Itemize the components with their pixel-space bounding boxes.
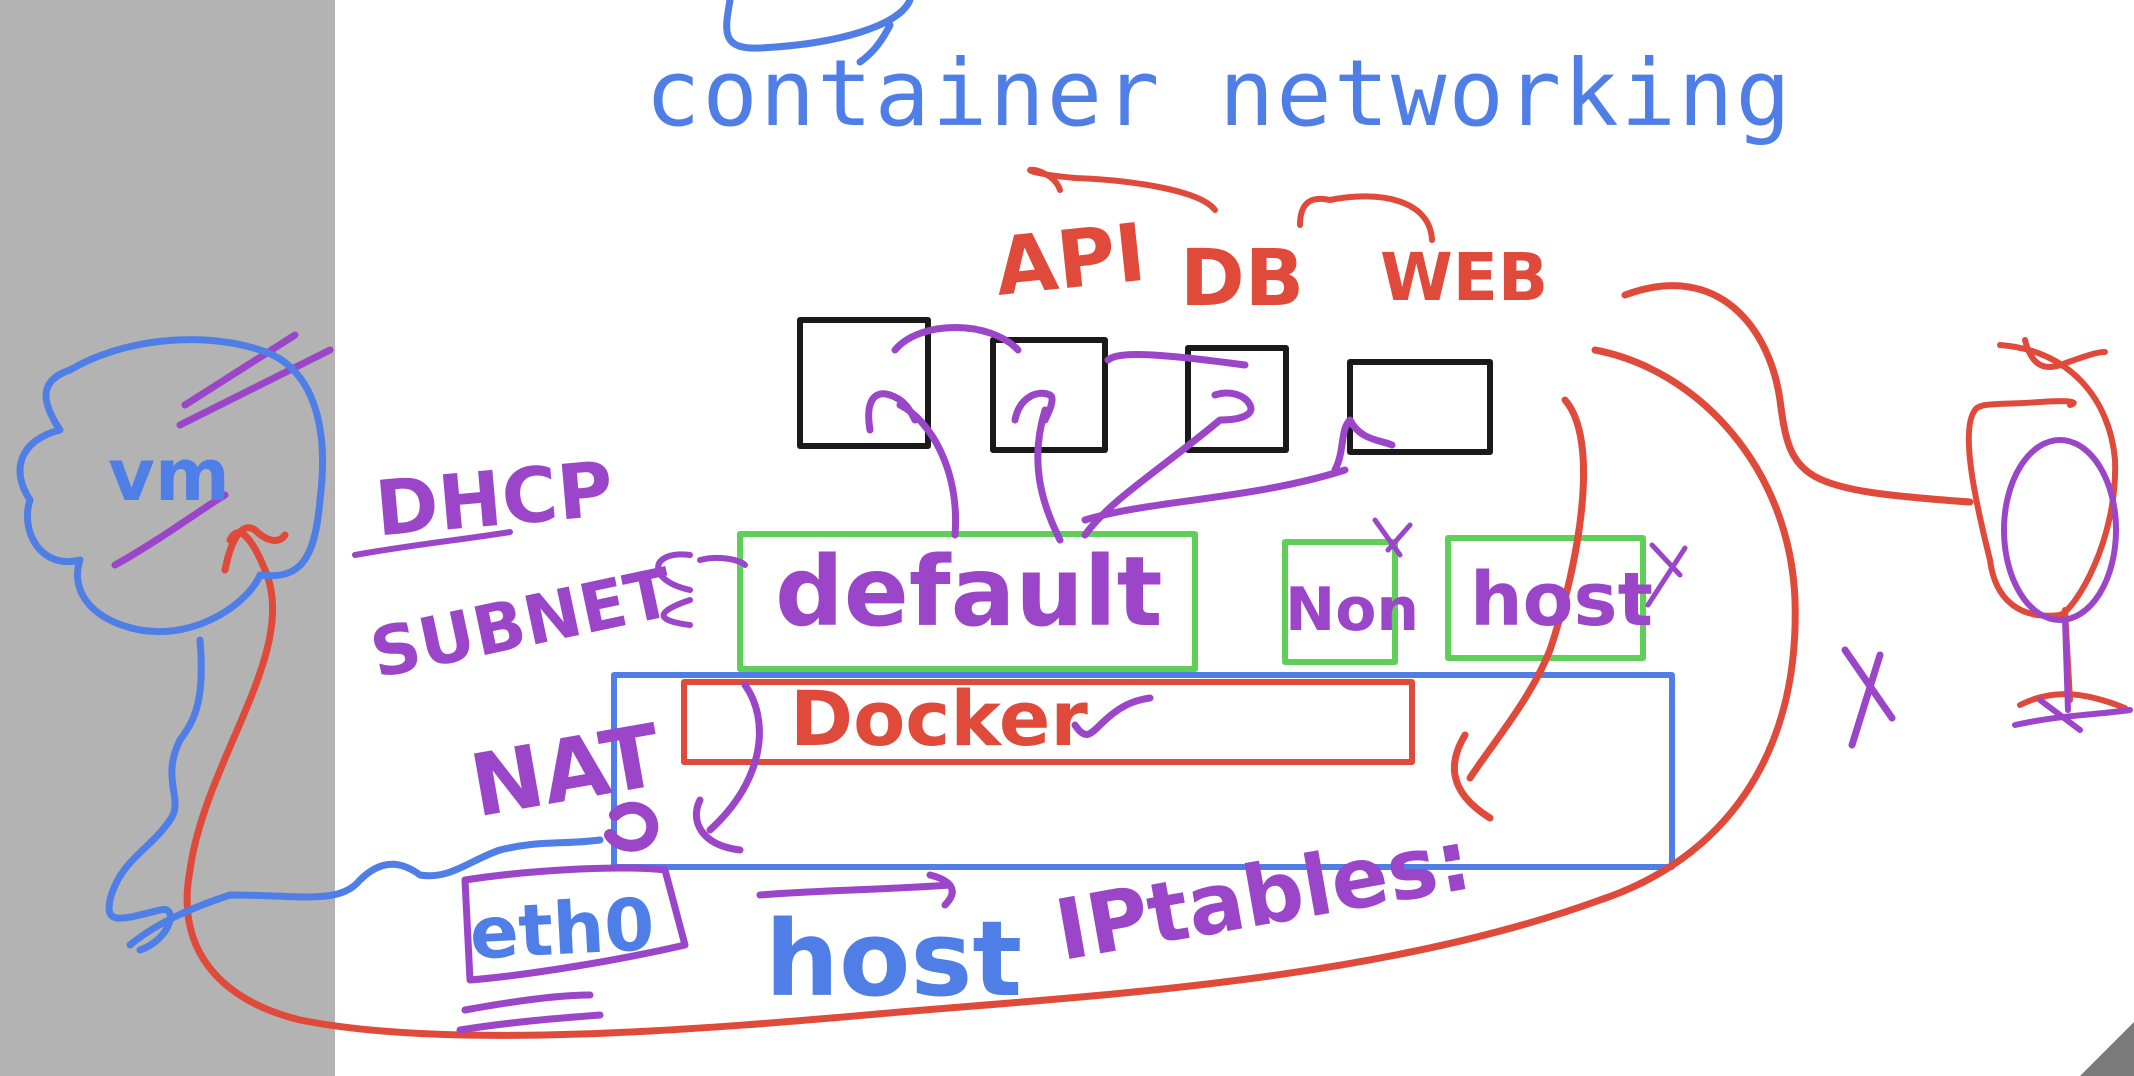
label-none: Non <box>1285 575 1419 645</box>
arrow-default-to-box4 <box>1081 416 1396 524</box>
resize-handle[interactable] <box>2080 1022 2134 1076</box>
label-docker: Docker <box>790 674 1088 763</box>
page-title: container networking <box>645 40 1793 147</box>
container-box-api <box>797 317 931 449</box>
wire-cloud-to-eth0 <box>105 636 604 954</box>
purple-dot-eth0 <box>604 801 659 852</box>
person-body <box>2017 607 2128 711</box>
container-box-db <box>990 337 1108 453</box>
label-vm: vm <box>108 433 230 517</box>
label-eth0: eth0 <box>468 882 657 976</box>
red-host-link <box>1621 282 1974 506</box>
label-host-network: host <box>1470 557 1653 643</box>
host-arrow <box>756 871 956 909</box>
arrow-default-to-db <box>1011 389 1064 544</box>
person-legs <box>2012 617 2133 733</box>
vm-cloud <box>16 336 326 635</box>
docker-checkmark <box>1071 694 1154 738</box>
red-arc-db-web <box>1297 193 1435 243</box>
host-box <box>611 672 1675 870</box>
label-host: host <box>765 898 1022 1020</box>
red-arc-api-db <box>1027 166 1218 213</box>
arrow-docker-to-eth0 <box>692 681 763 854</box>
cross-mark-none <box>1372 517 1413 558</box>
docker-box <box>681 679 1415 765</box>
label-dhcp: DHCP <box>372 444 617 553</box>
subnet-bracket <box>655 551 748 628</box>
cross-mark-person <box>1841 646 1896 749</box>
red-small-hook <box>1451 731 1494 822</box>
red-docker-curve <box>1466 396 1587 782</box>
label-web: WEB <box>1380 239 1548 316</box>
eth0-underline <box>456 991 604 1034</box>
label-db: DB <box>1180 234 1304 324</box>
arrow-default-to-web <box>1081 389 1255 539</box>
label-default: default <box>775 536 1163 648</box>
person-hat <box>2022 337 2108 370</box>
red-big-loop <box>183 346 1799 1039</box>
eth0-box <box>461 864 689 984</box>
person-face <box>2001 437 2119 623</box>
dhcp-underline <box>352 529 513 558</box>
cross-mark-host <box>1645 542 1688 608</box>
label-nat: NAT <box>463 706 668 838</box>
person-head-outline <box>1965 342 2119 619</box>
network-box-none <box>1282 539 1398 665</box>
purple-top-links <box>891 324 1249 369</box>
container-box-4 <box>1347 359 1493 455</box>
network-box-default <box>737 531 1198 672</box>
arrow-default-to-api <box>865 390 960 539</box>
vm-cloud-strike <box>111 331 334 569</box>
container-box-web <box>1185 345 1289 453</box>
red-loop-arrow <box>221 524 289 574</box>
label-api: API <box>991 206 1150 314</box>
blue-top-scribble <box>723 0 914 66</box>
